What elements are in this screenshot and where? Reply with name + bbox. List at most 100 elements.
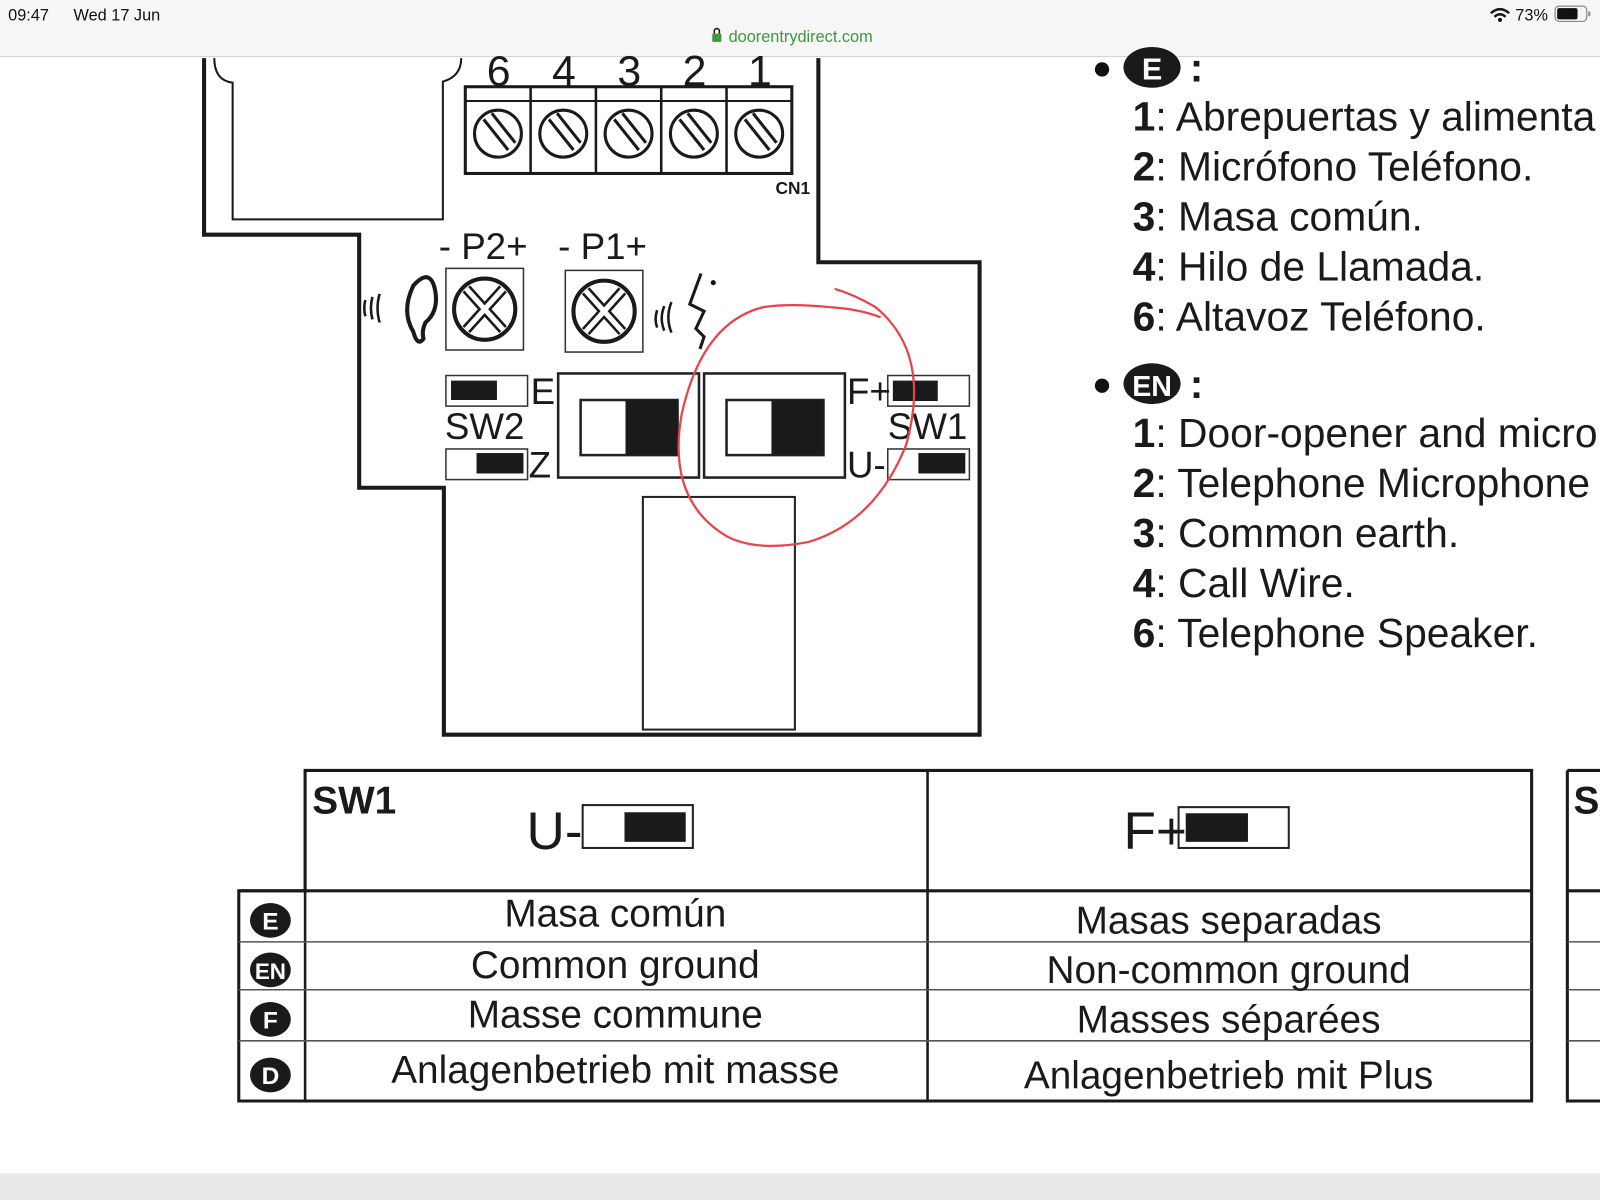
row-language: F [263, 1008, 278, 1035]
terminal-number: 4 [1133, 560, 1156, 606]
table-row: F Masse commune Masses séparées [250, 994, 1380, 1042]
terminal-number: 6 [487, 48, 511, 96]
switch-position-f-icon [1177, 806, 1290, 849]
terminal-number: 6 [1133, 610, 1156, 656]
sw1-switch[interactable] [702, 372, 971, 481]
legend-item: 4: Hilo de Llamada. [1133, 244, 1485, 290]
screw-terminal [529, 86, 589, 174]
battery-icon [1554, 5, 1591, 23]
legend-item: 3: Masa común. [1133, 194, 1423, 240]
connector-label: CN1 [776, 178, 811, 198]
status-date: Wed 17 Jun [73, 6, 160, 24]
potentiometer-p1[interactable] [564, 269, 644, 353]
language-badge: EN [1132, 371, 1172, 403]
terminal-number: 4 [552, 48, 576, 96]
table-cell: Anlagenbetrieb mit masse [391, 1049, 839, 1092]
terminal-description: : Telephone Speaker. [1155, 610, 1538, 656]
screw-terminal [659, 86, 719, 174]
terminal-number: 2 [683, 48, 707, 96]
screw-terminal [472, 108, 523, 159]
speaking-face-icon [654, 272, 716, 350]
language-badge-icon [250, 952, 291, 988]
terminal-description: : Hilo de Llamada. [1155, 244, 1484, 290]
hand-drawn-circle-annotation [677, 287, 916, 548]
pot-label-p2: - P2+ [439, 226, 528, 267]
row-language: D [262, 1063, 280, 1090]
sw2-bottom-label: Z [529, 445, 551, 486]
terminal-number: 3 [617, 48, 641, 96]
terminal-number: 4 [1133, 244, 1156, 290]
table-cell: Anlagenbetrieb mit Plus [1024, 1054, 1433, 1097]
lock-icon [712, 27, 722, 42]
terminal-description: : Micrófono Teléfono. [1155, 144, 1533, 190]
terminal-description: : Masa común. [1155, 194, 1423, 240]
url-text: doorentrydirect.com [729, 28, 873, 46]
sw1-top-label: F+ [847, 371, 891, 412]
table-row: E Masa común Masas separadas [250, 893, 1382, 943]
svg-text::: : [1190, 361, 1204, 407]
bottom-toolbar [0, 1173, 1600, 1200]
terminal-number: 2 [1133, 144, 1156, 190]
terminal-number: 3 [1133, 194, 1156, 240]
table-cell: Masa común [504, 893, 726, 936]
table-row: D Anlagenbetrieb mit masse Anlagenbetrieb … [250, 1049, 1433, 1097]
column-header-u: U- [527, 802, 583, 861]
row-language: E [262, 909, 278, 936]
language-badge-icon [250, 1002, 291, 1037]
address-bar[interactable]: doorentrydirect.com [712, 27, 873, 46]
terminal-description: : Abrepuertas y alimenta [1155, 94, 1595, 140]
terminal-number: 1 [1133, 410, 1156, 456]
screw-terminal [594, 86, 654, 174]
ear-icon [363, 275, 439, 344]
bullet-icon [1094, 378, 1110, 393]
legend-item: 2: Micrófono Teléfono. [1133, 144, 1534, 190]
status-bar [0, 0, 1600, 57]
legend-item: 6: Altavoz Teléfono. [1133, 294, 1486, 340]
bullet-icon [1094, 62, 1110, 77]
terminal-block-cn1: CN1 [463, 85, 811, 198]
terminal-number: 6 [1133, 294, 1156, 340]
language-badge: E [1142, 53, 1162, 87]
terminal-description: : Common earth. [1155, 510, 1459, 556]
legend-item: 2: Telephone Microphone [1133, 460, 1590, 506]
terminal-description: : Telephone Microphone [1155, 460, 1590, 506]
table-cell: Masses séparées [1077, 999, 1381, 1042]
column-header-f: F+ [1123, 802, 1186, 861]
table-cell: Masas separadas [1076, 900, 1382, 943]
sw2-switch[interactable] [445, 372, 701, 481]
terminal-number: 2 [1133, 460, 1156, 506]
screw-terminal [725, 86, 785, 174]
legend-item: 1: Abrepuertas y alimenta [1133, 94, 1596, 140]
component-box [641, 495, 796, 731]
terminal-description: : Call Wire. [1155, 560, 1354, 606]
table-cell: Non-common ground [1046, 949, 1410, 992]
terminal-number: 1 [1133, 94, 1156, 140]
legend-item: 4: Call Wire. [1133, 560, 1355, 606]
legend-item: 3: Common earth. [1133, 510, 1460, 556]
terminal-number: 3 [1133, 510, 1156, 556]
pot-label-p1: - P1+ [558, 226, 647, 267]
sw2-top-label: E [531, 371, 556, 412]
potentiometer-p2[interactable] [445, 267, 525, 351]
language-badge-icon [250, 1057, 291, 1093]
terminal-number: 1 [748, 48, 772, 96]
status-time: 09:47 [8, 6, 49, 24]
sw2-label: SW2 [445, 406, 525, 447]
wifi-icon [1490, 7, 1510, 22]
switch-position-u-icon [581, 804, 694, 849]
sw1-label: SW1 [888, 406, 968, 447]
language-badge-icon [250, 903, 291, 938]
table-cell: Masse commune [468, 994, 763, 1037]
svg-text::: : [1190, 45, 1204, 91]
sw1-bottom-label: U- [847, 445, 886, 486]
row-language: EN [255, 959, 286, 984]
language-badge-icon [1123, 46, 1181, 88]
terminal-description: : Altavoz Teléfono. [1155, 294, 1485, 340]
